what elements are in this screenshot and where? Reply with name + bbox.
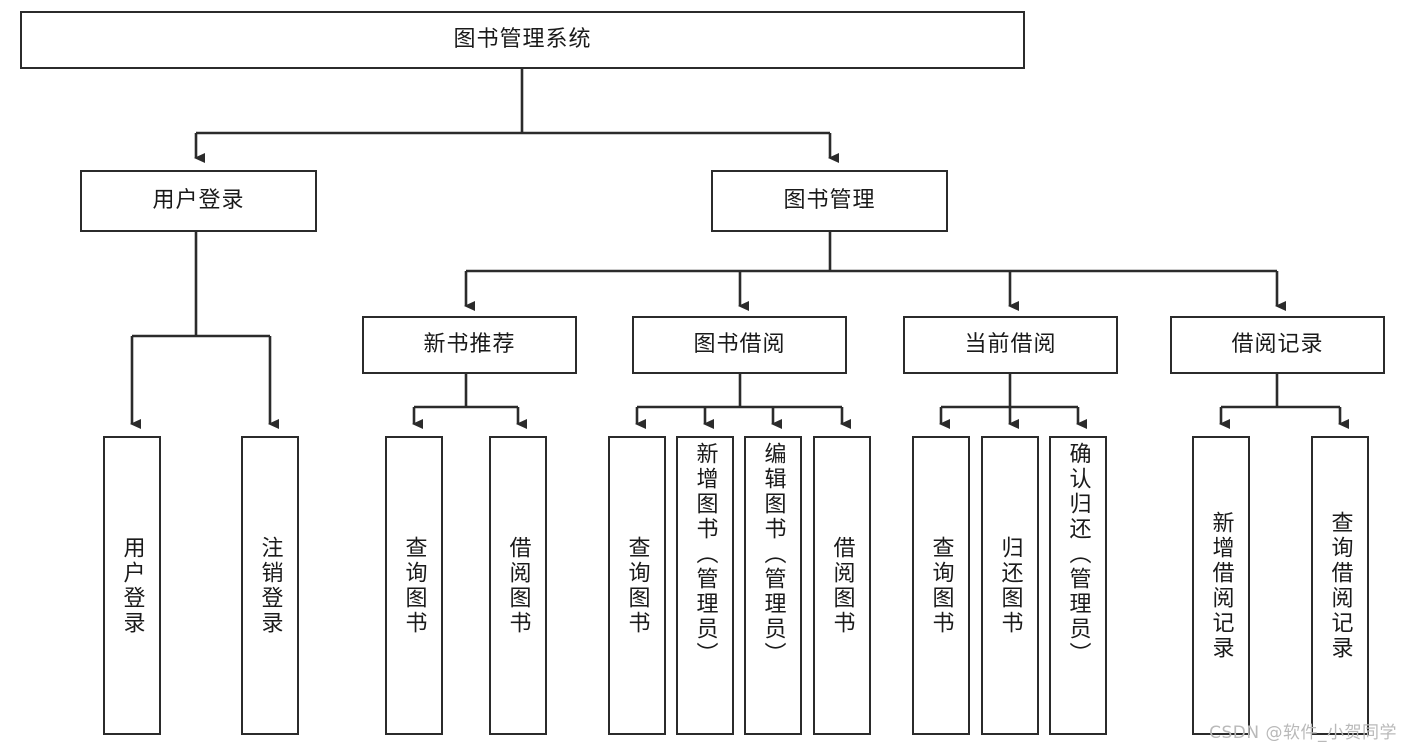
node-leaf-query-book-3[interactable]: 查询图书 [912, 436, 970, 735]
node-leaf-query-book-1[interactable]: 查询图书 [385, 436, 443, 735]
node-leaf-logout-login-label: 注销登录 [257, 535, 283, 636]
node-new-book-recommend[interactable]: 新书推荐 [362, 316, 577, 374]
node-leaf-borrow-book-1-label: 借阅图书 [505, 535, 531, 636]
node-leaf-add-record[interactable]: 新增借阅记录 [1192, 436, 1250, 735]
node-leaf-add-book[interactable]: 新增图书（管理员） [676, 436, 734, 735]
node-new-book-recommend-label: 新书推荐 [423, 331, 516, 357]
node-leaf-return-book[interactable]: 归还图书 [981, 436, 1039, 735]
node-book-borrow-label: 图书借阅 [693, 331, 786, 357]
node-leaf-borrow-book-2[interactable]: 借阅图书 [813, 436, 871, 735]
node-user-login-label: 用户登录 [152, 187, 245, 213]
node-leaf-query-book-3-label: 查询图书 [928, 535, 954, 636]
csdn-watermark: CSDN @软件_小贺同学 [1209, 723, 1397, 743]
node-leaf-query-record-label: 查询借阅记录 [1327, 510, 1353, 661]
node-root-label: 图书管理系统 [453, 26, 592, 52]
node-leaf-confirm-return[interactable]: 确认归还（管理员） [1049, 436, 1107, 735]
node-user-login[interactable]: 用户登录 [80, 170, 317, 232]
node-root[interactable]: 图书管理系统 [20, 11, 1025, 69]
node-leaf-add-book-label: 新增图书（管理员） [692, 442, 718, 667]
node-leaf-return-book-label: 归还图书 [997, 535, 1023, 636]
node-borrow-record-label: 借阅记录 [1231, 331, 1324, 357]
node-leaf-edit-book-label: 编辑图书（管理员） [760, 442, 786, 667]
node-leaf-borrow-book-2-label: 借阅图书 [829, 535, 855, 636]
node-book-manage[interactable]: 图书管理 [711, 170, 948, 232]
node-current-borrow-label: 当前借阅 [964, 331, 1057, 357]
node-book-borrow[interactable]: 图书借阅 [632, 316, 847, 374]
node-leaf-query-book-2[interactable]: 查询图书 [608, 436, 666, 735]
node-leaf-user-login-label: 用户登录 [119, 535, 145, 636]
node-current-borrow[interactable]: 当前借阅 [903, 316, 1118, 374]
node-leaf-query-record[interactable]: 查询借阅记录 [1311, 436, 1369, 735]
node-leaf-edit-book[interactable]: 编辑图书（管理员） [744, 436, 802, 735]
node-leaf-query-book-2-label: 查询图书 [624, 535, 650, 636]
node-leaf-borrow-book-1[interactable]: 借阅图书 [489, 436, 547, 735]
node-borrow-record[interactable]: 借阅记录 [1170, 316, 1385, 374]
node-leaf-logout-login[interactable]: 注销登录 [241, 436, 299, 735]
node-leaf-confirm-return-label: 确认归还（管理员） [1065, 442, 1091, 667]
node-leaf-add-record-label: 新增借阅记录 [1208, 510, 1234, 661]
node-leaf-query-book-1-label: 查询图书 [401, 535, 427, 636]
node-book-manage-label: 图书管理 [783, 187, 876, 213]
node-leaf-user-login[interactable]: 用户登录 [103, 436, 161, 735]
